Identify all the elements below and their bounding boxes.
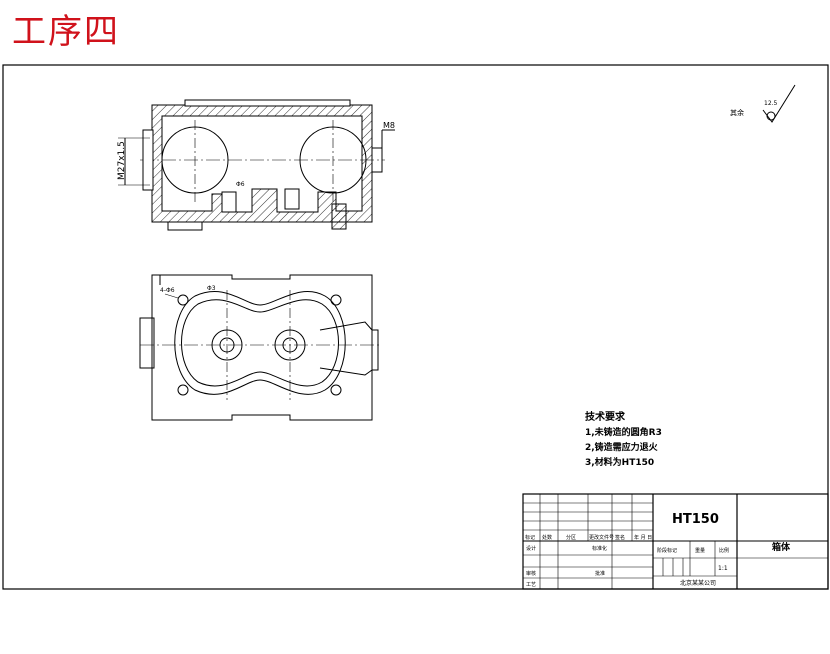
header-cell: 分区 [566,534,576,541]
header-cell: 更改文件号 [589,534,614,541]
row-label-process: 工艺 [526,582,536,588]
bolt-hole [177,384,189,396]
port-dimension-label: M8 [383,121,395,130]
weight-label: 重量 [695,547,705,554]
stage-label: 阶段标记 [657,547,677,554]
bolt-hole [330,294,342,306]
front-section-view [118,99,395,231]
surface-finish-value: 12.5 [764,100,778,107]
surface-finish-symbol [762,84,796,123]
top-view [139,274,382,421]
header-cell: 签名 [615,534,625,541]
housing-outline [151,274,379,421]
header-cell: 标记 [525,534,535,541]
thread-dimension-label: M27x1.5 [117,141,127,180]
header-cell: 年 月 日 [634,534,652,541]
tech-requirement-3: 3,材料为HT150 [585,456,654,468]
part-name: 箱体 [772,541,791,553]
standardized-label: 标准化 [592,545,607,552]
company-name: 北京某某公司 [680,579,716,587]
bolt-hole [330,384,342,396]
tech-requirement-2: 2,铸造需应力退火 [585,441,659,453]
row-label-review: 审核 [526,570,536,577]
tech-requirement-1: 1,未铸造的圆角R3 [585,426,662,438]
surface-finish-prefix: 其余 [730,108,744,117]
tech-requirements-heading: 技术要求 [585,410,626,423]
bolt-hole [177,294,189,306]
holes-label: 4-Φ6 [160,287,175,294]
material-label: HT150 [672,512,719,527]
gear-chamber-inner [181,299,339,387]
scale-label: 比例 [719,547,729,554]
side-label: Φ3 [207,285,216,292]
approve-label: 批准 [595,570,605,577]
gear-chamber-outer [174,290,346,395]
header-cell: 处数 [542,534,552,541]
title-block [522,493,829,590]
scale-value: 1:1 [718,565,728,572]
row-label-design: 设计 [526,545,536,552]
small-dimension-label: Φ6 [236,181,245,188]
drawing-frame [2,64,829,590]
page-title: 工序四 [12,12,120,52]
